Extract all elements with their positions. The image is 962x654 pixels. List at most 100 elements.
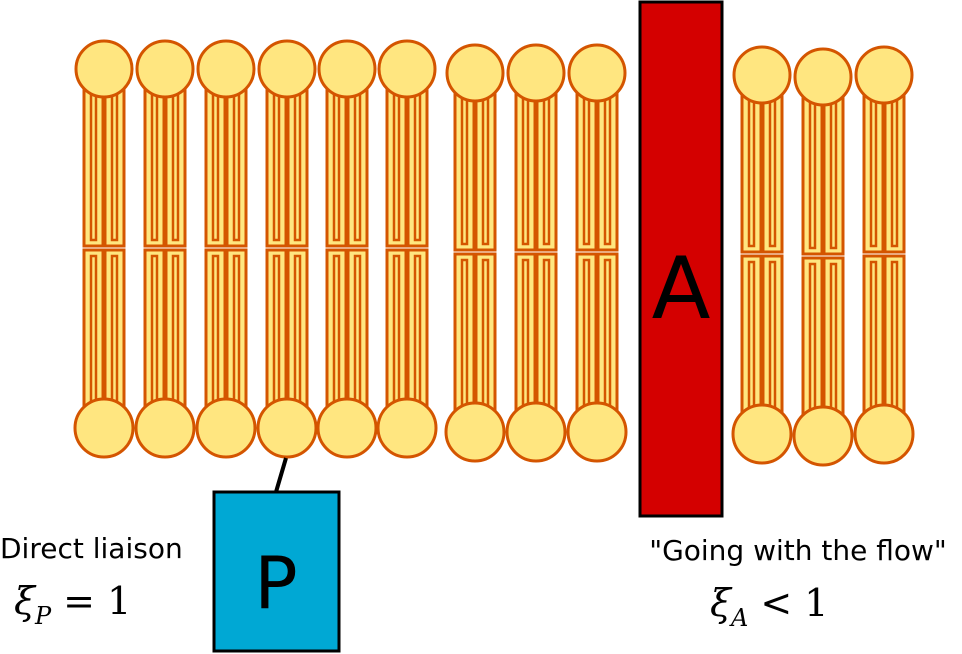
upper-tail-right <box>286 84 309 248</box>
lower-tail-left <box>143 248 166 412</box>
upper-head <box>793 47 853 107</box>
upper-tail-left-inner <box>869 96 878 248</box>
protein-a-label: A <box>652 239 711 339</box>
upper-tail-right-inner <box>110 90 119 242</box>
lower-tail-left <box>801 256 824 420</box>
upper-tail-right <box>596 88 619 252</box>
upper-tail-left-inner <box>89 90 98 242</box>
lipid-2 <box>134 39 196 459</box>
lipid-5 <box>316 39 378 459</box>
upper-head <box>74 39 134 99</box>
lower-head <box>376 397 438 459</box>
lower-tail-left-inner <box>272 254 281 406</box>
upper-tail-right-inner <box>603 94 612 246</box>
upper-tail-right-inner <box>293 90 302 242</box>
upper-head <box>732 45 792 105</box>
protein-p-box <box>212 490 341 653</box>
lower-tail-left <box>514 252 537 416</box>
lower-tail-right-inner <box>481 258 490 410</box>
upper-tail-left-inner <box>808 98 817 250</box>
upper-tail-right <box>822 92 845 256</box>
lipid-7 <box>444 43 506 463</box>
upper-head <box>317 39 377 99</box>
lower-tail-right-inner <box>293 254 302 406</box>
upper-tail-right <box>883 90 906 254</box>
lower-tail-left-inner <box>582 258 591 410</box>
left-symbol: ξ <box>14 579 37 623</box>
protein-a: A <box>638 0 724 518</box>
upper-tail-left <box>204 84 227 248</box>
lower-tail-right-inner <box>603 258 612 410</box>
lipid-12 <box>853 45 915 465</box>
right-caption: "Going with the flow" <box>649 534 947 567</box>
lower-tail-right-inner <box>353 254 362 406</box>
right-symbol: ξ <box>710 581 733 625</box>
upper-tail-left <box>514 88 537 252</box>
lower-tail-right <box>406 248 429 412</box>
lower-tail-left-inner <box>460 258 469 410</box>
left-subscript: P <box>34 602 52 630</box>
lower-tail-right <box>474 252 497 416</box>
lipid-1 <box>73 39 135 459</box>
protein-p-tether <box>274 457 288 493</box>
protein-p-label: P <box>254 541 297 625</box>
lower-tail-right-inner <box>890 260 899 412</box>
upper-tail-right <box>103 84 126 248</box>
lower-tail-left <box>575 252 598 416</box>
lower-tail-right-inner <box>110 254 119 406</box>
lower-tail-right <box>103 248 126 412</box>
upper-tail-right-inner <box>481 94 490 246</box>
upper-tail-right-inner <box>542 94 551 246</box>
lower-tail-right-inner <box>171 254 180 406</box>
upper-tail-left-inner <box>332 90 341 242</box>
upper-tail-right <box>535 88 558 252</box>
upper-tail-right <box>164 84 187 248</box>
lower-tail-left <box>453 252 476 416</box>
lower-tail-left-inner <box>211 254 220 406</box>
lower-tail-right-inner <box>413 254 422 406</box>
upper-tail-left <box>265 84 288 248</box>
lipid-6 <box>376 39 438 459</box>
lower-tail-right <box>164 248 187 412</box>
upper-tail-right-inner <box>353 90 362 242</box>
lipid-9 <box>566 43 628 463</box>
upper-tail-left-inner <box>747 96 756 248</box>
lower-tail-right-inner <box>829 262 838 414</box>
lower-tail-left-inner <box>332 254 341 406</box>
upper-tail-right-inner <box>768 96 777 248</box>
upper-tail-right-inner <box>413 90 422 242</box>
upper-tail-left <box>801 92 824 256</box>
upper-tail-left-inner <box>582 94 591 246</box>
upper-tail-left <box>325 84 348 248</box>
upper-tail-right-inner <box>171 90 180 242</box>
lipid-8 <box>505 43 567 463</box>
upper-tail-left <box>453 88 476 252</box>
lower-tail-left-inner <box>747 260 756 412</box>
lower-head <box>731 403 793 465</box>
lower-tail-right <box>761 254 784 418</box>
lower-tail-left <box>862 254 885 418</box>
lower-head <box>256 397 318 459</box>
lower-head <box>792 405 854 467</box>
upper-tail-right <box>474 88 497 252</box>
lower-tail-left-inner <box>392 254 401 406</box>
lower-tail-left <box>385 248 408 412</box>
upper-head <box>445 43 505 103</box>
upper-tail-left <box>575 88 598 252</box>
upper-tail-right <box>406 84 429 248</box>
upper-tail-left-inner <box>272 90 281 242</box>
lower-head <box>566 401 628 463</box>
lower-head <box>195 397 257 459</box>
lipid-10 <box>731 45 793 465</box>
upper-tail-left-inner <box>460 94 469 246</box>
upper-head <box>854 45 914 105</box>
lower-tail-right <box>225 248 248 412</box>
lipid-4 <box>256 39 318 459</box>
upper-tail-right <box>761 90 784 254</box>
upper-head <box>506 43 566 103</box>
lipid-3 <box>195 39 257 459</box>
upper-tail-left <box>862 90 885 254</box>
protein-a-box <box>638 0 724 518</box>
upper-head <box>377 39 437 99</box>
